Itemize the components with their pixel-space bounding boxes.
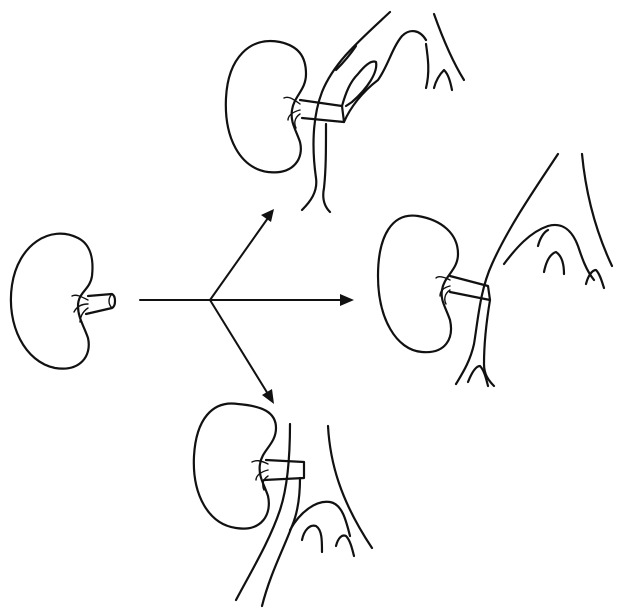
transplant-variant-right xyxy=(378,154,612,386)
donor-hilum-vessel xyxy=(86,294,115,314)
donor-kidney-outline xyxy=(11,234,93,369)
lower-kidney-outline xyxy=(194,403,276,528)
lower-vessel-left xyxy=(236,424,290,600)
right-vessel-inner xyxy=(484,300,494,386)
right-kidney-outline xyxy=(378,216,458,353)
right-vessel-arch xyxy=(504,225,594,280)
arrow-to-upper xyxy=(210,218,268,300)
arrow-to-lower-head xyxy=(262,389,274,404)
upper-vessel-left xyxy=(302,12,390,210)
lower-renal-vessel xyxy=(264,460,304,480)
donor-vessel-end xyxy=(109,294,112,308)
lower-artery-right xyxy=(328,426,372,548)
upper-vessel-main xyxy=(323,124,330,212)
upper-kidney-outline xyxy=(226,41,306,172)
right-vessel-left xyxy=(456,154,558,384)
transplant-variant-upper xyxy=(226,12,464,212)
arrow-to-right-head xyxy=(340,294,354,306)
lower-artery-inner xyxy=(302,526,354,556)
arrow-to-lower xyxy=(210,300,268,394)
upper-renal-vessel xyxy=(300,100,344,122)
transplant-variant-lower xyxy=(194,403,372,606)
upper-vessel-left-inner xyxy=(336,46,376,106)
right-artery-right xyxy=(582,154,612,266)
upper-artery-right xyxy=(434,14,464,80)
arrows xyxy=(140,209,354,404)
donor-kidney xyxy=(11,234,115,369)
